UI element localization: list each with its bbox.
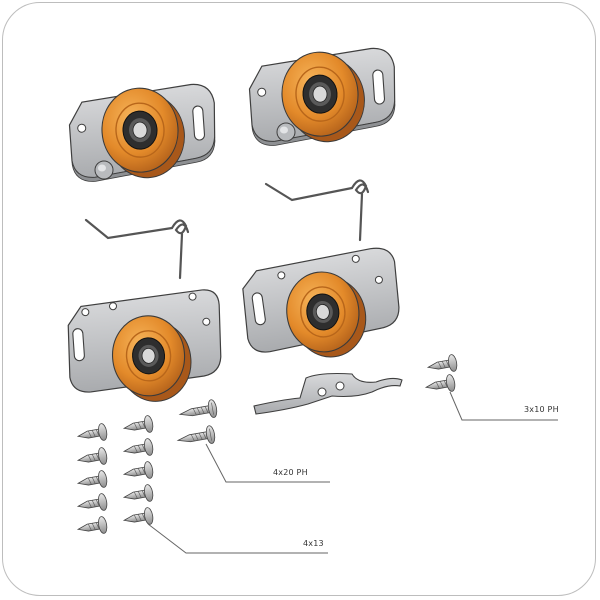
roller-upper-right — [246, 46, 400, 148]
spring-wire-left — [84, 218, 190, 280]
leader-4x20 — [205, 443, 330, 483]
door-guide-bracket — [253, 372, 403, 415]
knob-upper-right — [276, 122, 296, 142]
label-4x13: 4x13 — [303, 539, 324, 548]
leader-4x13 — [147, 523, 328, 554]
label-3x10-ph: 3x10 PH — [524, 405, 559, 414]
knob-upper-left — [94, 160, 114, 180]
label-4x20-ph: 4x20 PH — [273, 468, 308, 477]
leader-3x10 — [449, 391, 558, 421]
spring-wire-right — [264, 179, 370, 242]
screws-4x20 — [176, 398, 219, 450]
roller-lower-left — [67, 289, 222, 402]
screws-4x13 — [76, 414, 155, 539]
leader-lines — [147, 391, 558, 554]
roller-upper-left — [66, 82, 220, 184]
screws-3x10 — [424, 353, 459, 397]
roller-lower-right — [242, 247, 400, 358]
